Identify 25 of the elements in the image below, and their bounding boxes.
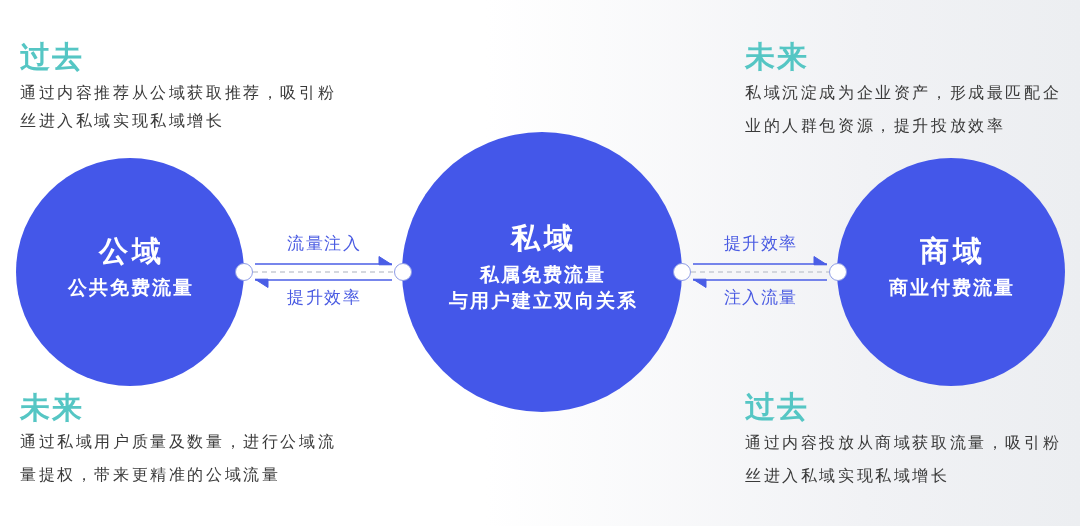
arrow xyxy=(254,278,393,288)
edge-label: 流量注入 xyxy=(286,233,362,255)
circle-subtitle: 与用户建立双向关系 xyxy=(447,289,638,313)
section-heading: 未来 xyxy=(745,39,809,75)
edge-label: 提升效率 xyxy=(286,287,362,309)
dashed-line xyxy=(690,271,830,273)
circle-subtitle: 私属免费流量 xyxy=(478,263,606,287)
circle-subtitle: 公共免费流量 xyxy=(67,276,194,300)
description-text: 通过私域用户质量及数量，进行公域流量提权，带来更精准的公域流量 xyxy=(20,432,338,485)
arrow xyxy=(254,256,393,266)
description-text: 通过内容投放从商域获取流量，吸引粉丝进入私域实现私域增长 xyxy=(745,433,1063,486)
section-heading: 过去 xyxy=(20,39,84,75)
circle-title: 公域 xyxy=(97,234,165,269)
arrow xyxy=(692,278,828,288)
edge-label: 注入流量 xyxy=(722,287,798,309)
circle-title: 商域 xyxy=(919,234,986,269)
description-text: 通过内容推荐从公域获取推荐，吸引粉丝进入私域实现私域增长 xyxy=(20,83,338,131)
section-heading: 未来 xyxy=(20,390,84,426)
circle-title: 私域 xyxy=(509,221,577,256)
dashed-line xyxy=(252,271,395,273)
section-heading: 过去 xyxy=(745,389,809,425)
edge-label: 提升效率 xyxy=(722,233,798,255)
arrow xyxy=(692,256,828,266)
description-text: 私域沉淀成为企业资产，形成最匹配企业的人群包资源，提升投放效率 xyxy=(745,83,1063,136)
circle-subtitle: 商业付费流量 xyxy=(888,276,1015,300)
